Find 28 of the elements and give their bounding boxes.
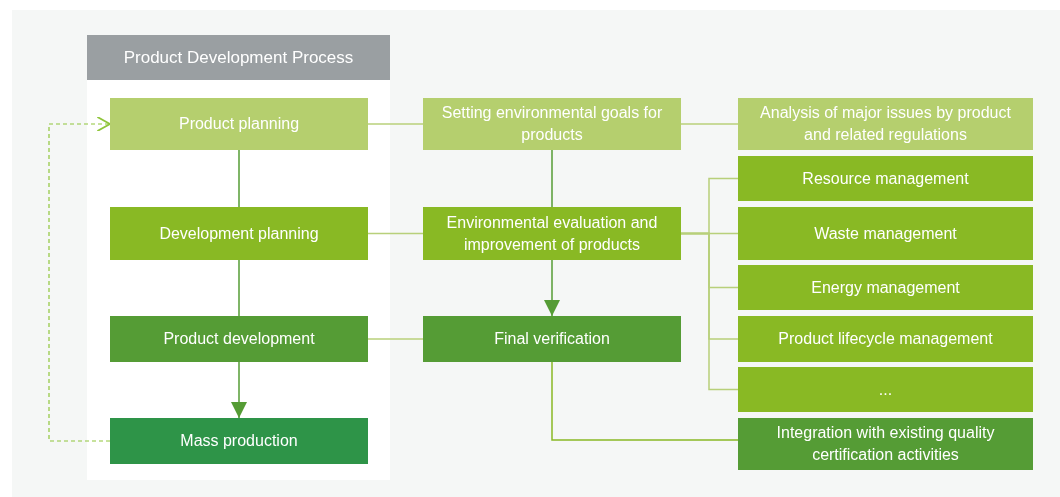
process-box: Resource management (738, 156, 1033, 201)
connector-line (551, 149, 553, 208)
process-box: Final verification (423, 316, 681, 362)
process-box: Product planning (110, 98, 368, 150)
panel-heading: Product Development Process (87, 35, 390, 80)
arrow (544, 259, 560, 317)
connector-line (680, 232, 739, 391)
connector-line (238, 259, 240, 317)
process-box: Integration with existing quality certification activities (738, 418, 1033, 470)
process-box: Setting environmental goals for products (423, 98, 681, 150)
connector-line (367, 232, 424, 235)
connector-line (551, 361, 739, 441)
process-panel (87, 35, 390, 480)
process-box: Product development (110, 316, 368, 362)
connector-line (367, 123, 424, 125)
process-box: Energy management (738, 265, 1033, 310)
arrow (48, 116, 111, 442)
process-box: Product lifecycle management (738, 316, 1033, 362)
process-box: Analysis of major issues by product and related regulations (738, 98, 1033, 150)
process-box: Mass production (110, 418, 368, 464)
process-box: ... (738, 367, 1033, 412)
arrow (231, 361, 247, 419)
connector-line (238, 149, 240, 208)
process-box: Waste management (738, 207, 1033, 260)
connector-line (367, 338, 424, 340)
connector-line (680, 123, 739, 125)
process-box: Development planning (110, 207, 368, 260)
process-box: Environmental evaluation and improvement of products (423, 207, 681, 260)
